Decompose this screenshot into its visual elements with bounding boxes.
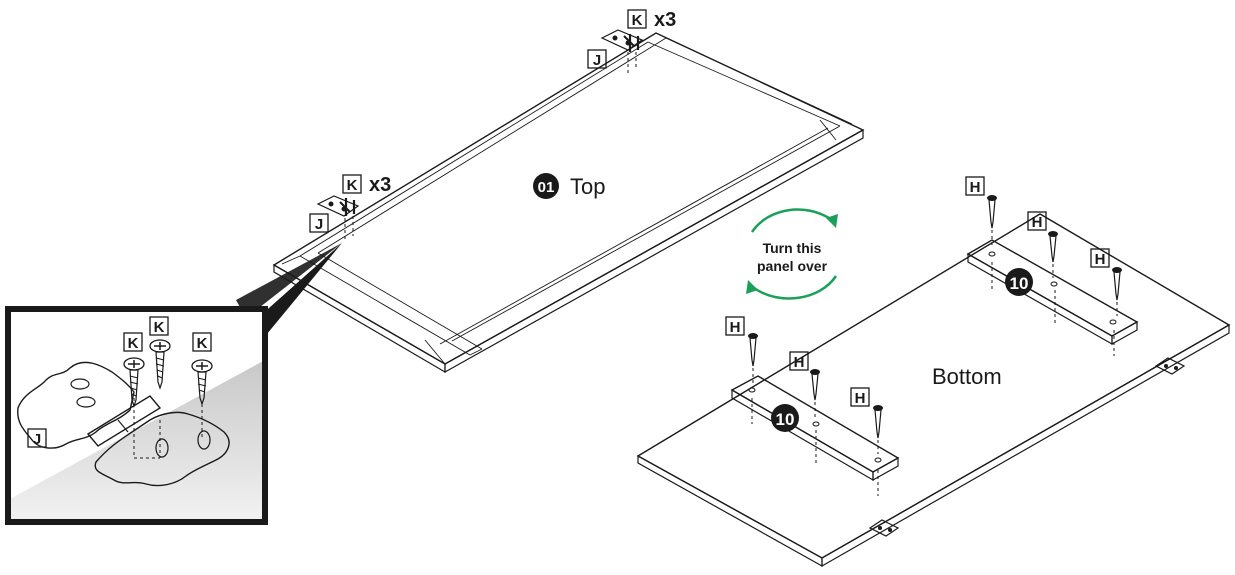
inset-screw-label: K (128, 335, 139, 352)
hinge-label: J (315, 216, 323, 233)
screw-icon (123, 357, 145, 408)
part-number-badge (1005, 268, 1033, 296)
cleat-number: 10 (1010, 274, 1029, 293)
screw-icon (628, 34, 640, 52)
screw-icon (149, 339, 171, 390)
screw-icon (810, 369, 820, 418)
cleat-lower: 10 H H H (725, 316, 900, 496)
cleat-screw-label: H (1095, 251, 1106, 268)
inset-screw-label: K (154, 319, 165, 336)
cleat-screw-label: H (970, 179, 981, 196)
cleat-screw-label: H (1032, 214, 1043, 231)
hinge-icon (600, 29, 644, 51)
hinge-label-box (309, 213, 329, 233)
screw-icon (1048, 231, 1058, 278)
screw-label-box (627, 9, 647, 29)
cleat-screw-label: H (794, 354, 805, 371)
hinge-label: J (593, 52, 601, 69)
part-number-badge (771, 404, 799, 432)
screw-icon (873, 405, 883, 454)
screw-label: K (347, 177, 358, 194)
turn-note-line2: panel over (757, 258, 828, 274)
top-panel-name: Top (570, 174, 605, 199)
inset-screw-label: K (197, 335, 208, 352)
screw-label-box (342, 174, 362, 194)
part-number-badge (533, 173, 559, 199)
detail-inset: K K K J (5, 306, 268, 525)
quantity-label: x3 (369, 174, 391, 196)
screw-icon (748, 333, 758, 384)
hinge-leaf-right (94, 411, 230, 487)
bottom-panel: Bottom (636, 213, 1231, 568)
screw-icon (191, 359, 213, 406)
top-panel (272, 32, 865, 374)
rotate-arrow-bottom (753, 275, 838, 300)
turn-over-note: Turn this panel over (746, 208, 838, 300)
hinge-icon (868, 519, 900, 537)
screw-icon (344, 198, 356, 216)
hinge-group-upper: K x3 J (587, 9, 676, 74)
hinge-barrel (86, 395, 162, 447)
hinge-group-lower: K x3 J (309, 174, 391, 240)
turn-note-line1: Turn this (763, 240, 822, 256)
inset-hinge-label: J (33, 431, 41, 448)
top-panel-number: 01 (538, 179, 555, 196)
hinge-icon (1154, 357, 1186, 375)
arrowhead-icon (746, 280, 758, 294)
callout-lines (236, 243, 342, 340)
top-panel-label: 01 Top (533, 173, 605, 199)
screw-icon (1112, 267, 1122, 316)
cleat-number: 10 (776, 410, 795, 429)
cleat-screw-label: H (855, 390, 866, 407)
arrowhead-icon (826, 214, 838, 228)
hinge-icon (316, 195, 360, 217)
screw-icon (987, 195, 997, 246)
screw-label: K (632, 12, 643, 29)
quantity-label: x3 (654, 9, 676, 31)
rotate-arrow-top (750, 208, 833, 233)
cleat-screw-label: H (730, 319, 741, 336)
bottom-panel-name: Bottom (932, 364, 1002, 389)
hinge-label-box (587, 49, 607, 69)
cleat-upper: 10 H H H (965, 176, 1139, 356)
